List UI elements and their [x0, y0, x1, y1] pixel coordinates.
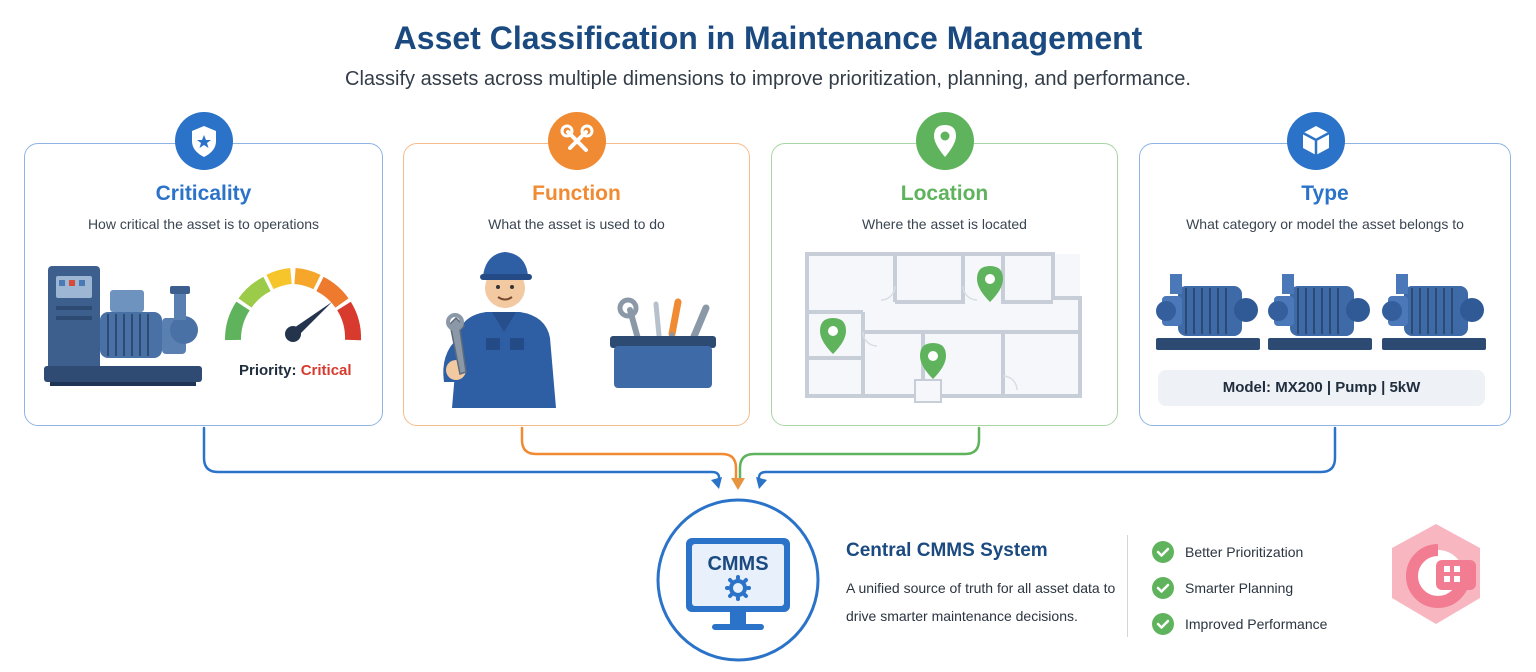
- industrial-pump-illustration: [44, 266, 202, 386]
- cube-icon: [1287, 112, 1345, 170]
- motor-pump-illustration: [1268, 274, 1372, 350]
- connector-type: [757, 426, 1337, 486]
- benefit-item: Improved Performance: [1152, 612, 1327, 636]
- card-description: How critical the asset is to operations: [87, 216, 320, 232]
- model-spec-label: Model: MX200 | Pump | 5kW: [1158, 370, 1485, 406]
- shield-star-icon: [175, 112, 233, 170]
- cmms-description: A unified source of truth for all asset …: [846, 580, 1116, 624]
- motor-pump-illustration: [1156, 274, 1260, 350]
- card-description: Where the asset is located: [862, 216, 1027, 232]
- toolbox-icon: [610, 297, 716, 388]
- connector-criticality: [202, 426, 721, 486]
- card-title: Type: [1301, 182, 1349, 205]
- card-description: What the asset is used to do: [488, 216, 665, 232]
- priority-label: Priority: Critical: [239, 362, 352, 379]
- page-title: Asset Classification in Maintenance Mana…: [393, 20, 1143, 56]
- connector-function: [520, 426, 738, 486]
- priority-gauge-icon: [225, 268, 362, 342]
- map-pin-marker: [820, 318, 846, 354]
- logo-icon: [1392, 524, 1480, 624]
- map-pin-marker: [977, 266, 1003, 302]
- cmms-screen-label: CMMS: [707, 553, 768, 575]
- priority-value: Critical: [300, 362, 352, 379]
- benefit-label: Smarter Planning: [1185, 580, 1294, 596]
- cmms-title: Central CMMS System: [846, 540, 1048, 561]
- floor-plan-illustration: [805, 252, 1082, 403]
- connector-location: [738, 426, 981, 486]
- check-circle-icon: [1152, 541, 1174, 563]
- page-subtitle: Classify assets across multiple dimensio…: [345, 68, 1191, 90]
- benefit-label: Better Prioritization: [1185, 544, 1304, 560]
- card-title: Function: [532, 182, 621, 205]
- technician-illustration: [443, 252, 556, 408]
- benefit-label: Improved Performance: [1185, 616, 1328, 632]
- tools-icon: [548, 112, 606, 170]
- card-title: Location: [900, 182, 989, 205]
- map-pin-marker: [920, 343, 946, 379]
- check-circle-icon: [1152, 577, 1174, 599]
- card-description: What category or model the asset belongs…: [1186, 216, 1464, 232]
- check-circle-icon: [1152, 613, 1174, 635]
- benefit-item: Smarter Planning: [1152, 576, 1293, 600]
- cmms-monitor-icon: CMMS: [656, 498, 820, 662]
- benefit-item: Better Prioritization: [1152, 540, 1303, 564]
- card-title: Criticality: [155, 182, 252, 205]
- motor-pump-illustration: [1382, 274, 1486, 350]
- divider: [1127, 535, 1128, 637]
- map-pin-icon: [916, 112, 974, 170]
